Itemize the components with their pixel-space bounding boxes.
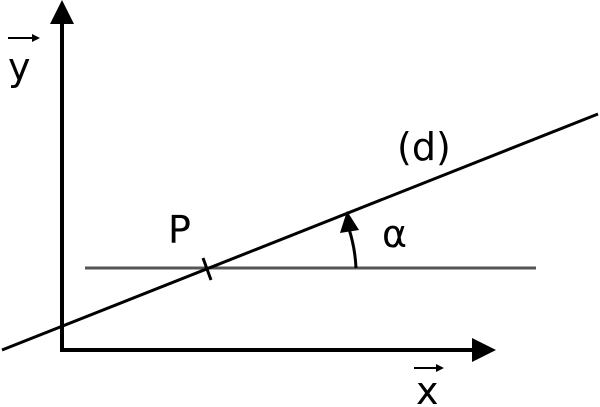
x-axis-label: x [416, 369, 439, 407]
point-p-label: P [168, 208, 191, 252]
angle-arrowhead [340, 211, 359, 233]
x-axis-arrowhead [472, 338, 496, 362]
angle-alpha-label: α [382, 212, 407, 256]
angle-arc [347, 228, 358, 269]
point-p-tick [201, 257, 213, 281]
y-axis-label: y [8, 45, 31, 89]
line-d-label: (d) [397, 125, 451, 169]
y-axis-arrowhead [50, 0, 74, 24]
y-vector-arrowhead [32, 34, 40, 42]
line-d [1, 112, 599, 352]
x-vector-arrowhead [436, 364, 444, 372]
